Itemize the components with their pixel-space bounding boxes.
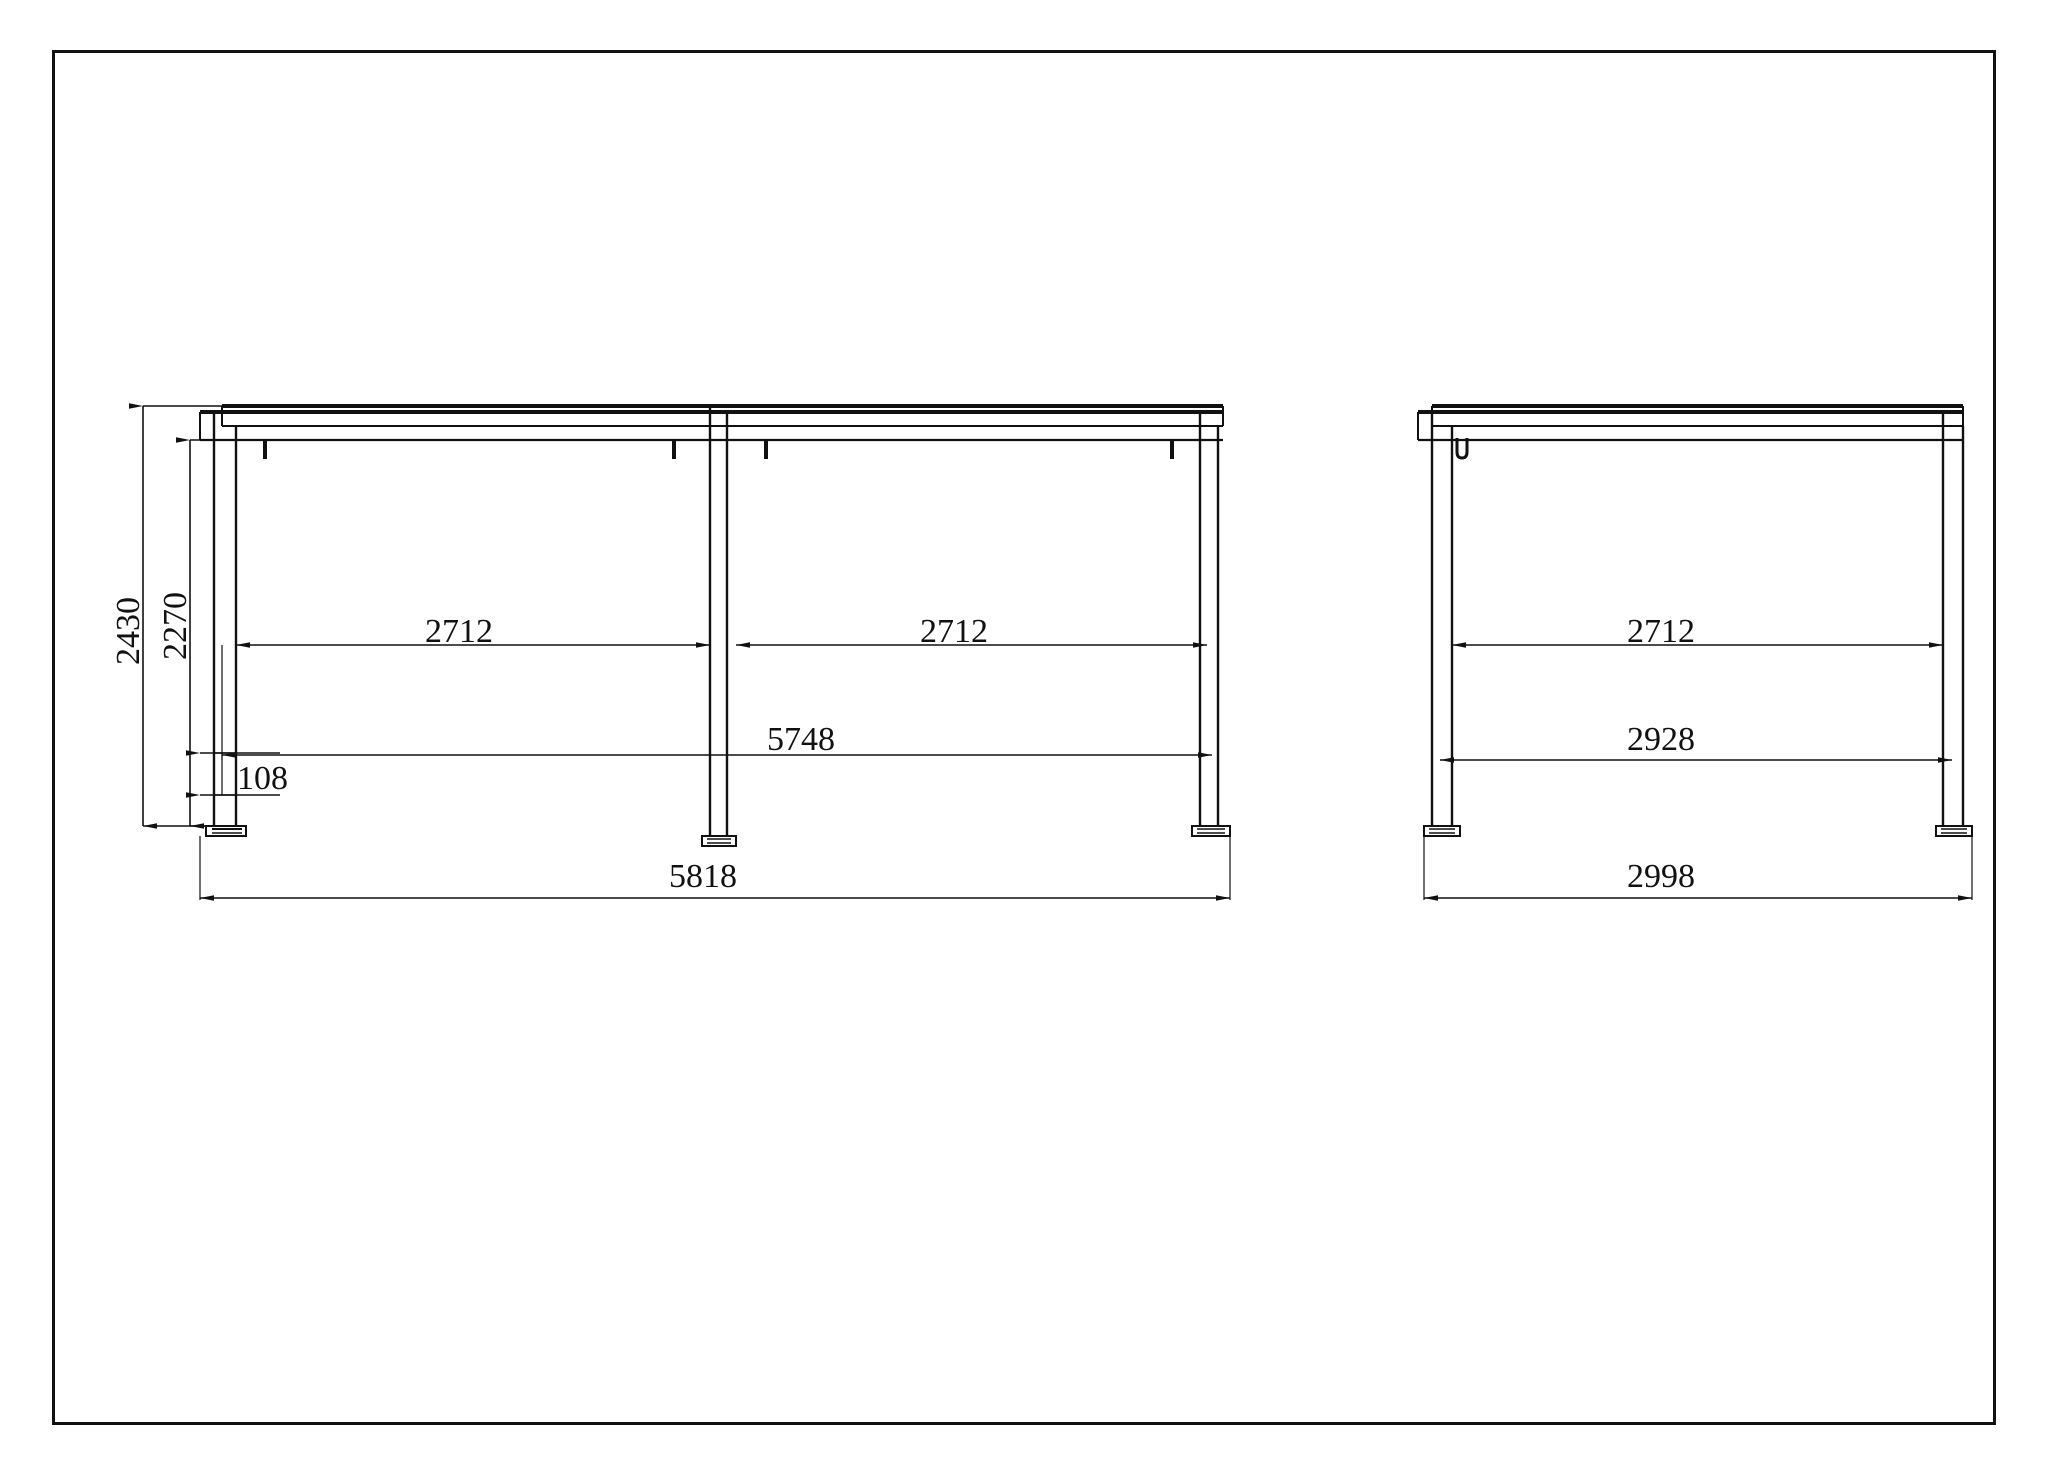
dimension-label-bay-1-2712: 2712 xyxy=(425,613,493,650)
dimension-label-2430: 2430 xyxy=(110,597,147,665)
dimension-label-base-108: 108 xyxy=(237,760,288,797)
dimension-label-centres-5748: 5748 xyxy=(767,721,835,758)
sheet-border-frame xyxy=(52,50,1996,1425)
dimension-label-overall-5818: 5818 xyxy=(669,858,737,895)
dimension-label-side-overall-2998: 2998 xyxy=(1627,858,1695,895)
dimension-label-side-bay-2712: 2712 xyxy=(1627,613,1695,650)
dimension-label-side-centres-2928: 2928 xyxy=(1627,721,1695,758)
dimension-label-bay-2-2712: 2712 xyxy=(920,613,988,650)
dimension-label-2270: 2270 xyxy=(157,592,194,660)
